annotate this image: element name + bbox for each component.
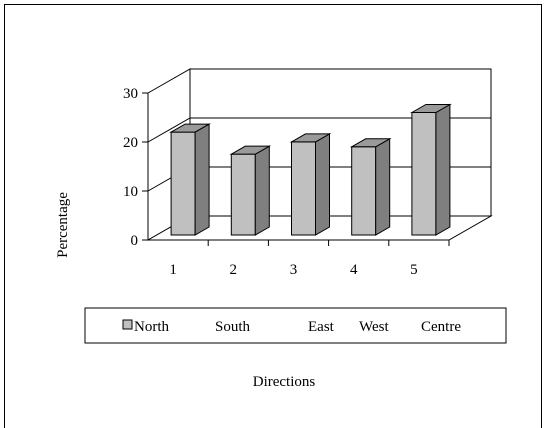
bar-top (229, 145, 272, 155)
bar-side (375, 137, 391, 236)
bar (229, 145, 272, 236)
legend-label-north: North (134, 319, 169, 335)
x-tick-label: 3 (290, 262, 298, 278)
bar-side (194, 123, 210, 236)
legend-box (84, 307, 507, 344)
chart-frame (4, 4, 542, 428)
y-tick-label: 20 (123, 135, 138, 151)
y-tick-label: 0 (131, 233, 139, 249)
bar-front (230, 153, 256, 236)
bar-top (169, 123, 211, 133)
bar-front (351, 146, 377, 236)
x-tick-label: 1 (169, 262, 177, 278)
legend-label-east: East (308, 319, 335, 335)
bar-side (254, 145, 270, 236)
x-tick-label: 2 (230, 262, 238, 278)
bar-front (411, 112, 437, 236)
x-tick-label: 4 (350, 262, 358, 278)
legend-label-west: West (359, 319, 389, 335)
bar-top (410, 104, 452, 113)
legend-label-centre: Centre (421, 319, 461, 335)
legend-label-south: South (215, 319, 251, 335)
bar-front (170, 131, 196, 236)
x-axis-title: Directions (253, 374, 316, 390)
bar-side (315, 133, 330, 236)
y-tick-labels: 0 10 20 30 (123, 86, 138, 249)
bar (169, 123, 211, 236)
chart-bars (169, 103, 452, 236)
bar-top (349, 138, 392, 148)
bar-front (291, 141, 316, 236)
bar (289, 133, 332, 236)
bar (349, 137, 392, 236)
legend: North South East West Centre (84, 307, 507, 344)
legend-swatch-north (122, 319, 133, 330)
gridline (147, 117, 491, 143)
x-tick-labels: 1 2 3 4 5 (169, 262, 417, 278)
y-axis-title: Percentage (55, 192, 71, 258)
y-tick-label: 10 (123, 184, 138, 200)
y-tick-label: 30 (123, 86, 138, 102)
bar-top (289, 133, 332, 143)
chart-axes (142, 92, 450, 246)
bar-side (435, 103, 451, 236)
x-tick-label: 5 (410, 262, 418, 278)
bar (410, 103, 452, 236)
